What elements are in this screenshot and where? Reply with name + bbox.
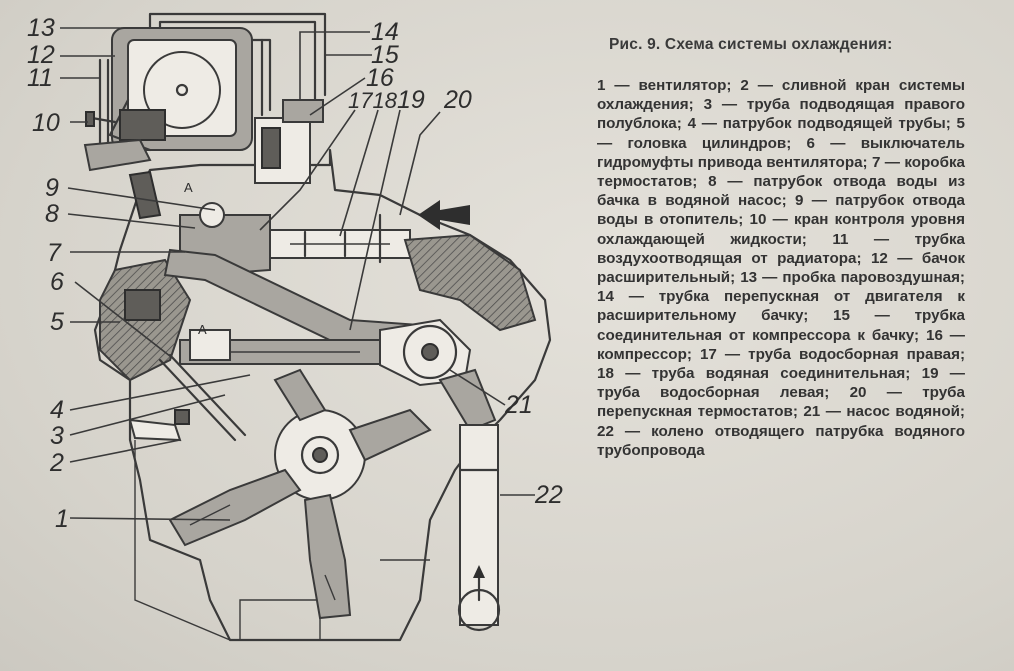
- callout-12: 12: [27, 41, 55, 69]
- compressor: [254, 99, 324, 184]
- radiator-hose: [83, 138, 162, 220]
- callout-1: 1: [55, 505, 69, 533]
- callout-14: 14: [371, 18, 399, 46]
- callout-8: 8: [45, 200, 59, 228]
- callout-7: 7: [47, 239, 62, 267]
- callout-2: 2: [49, 449, 64, 477]
- callout-10: 10: [32, 109, 60, 137]
- callout-15: 15: [371, 41, 399, 69]
- callout-19: 19: [397, 86, 425, 114]
- expansion-tank: [108, 27, 253, 152]
- callout-21: 21: [504, 391, 533, 419]
- connecting-water-pipe: [269, 213, 411, 264]
- leader-lines: [60, 27, 535, 521]
- left-cylinder-head: [403, 233, 537, 332]
- section-marker-a1: А: [184, 180, 193, 195]
- outlet-elbow: [438, 368, 501, 632]
- callout-20: 20: [443, 86, 472, 114]
- fan: [168, 368, 432, 620]
- callout-11: 11: [27, 64, 53, 92]
- drain-cock: [128, 409, 190, 442]
- callout-9: 9: [45, 174, 59, 202]
- callout-4: 4: [50, 396, 64, 424]
- callout-22: 22: [534, 481, 563, 509]
- callout-16: 16: [366, 64, 394, 92]
- right-cylinder-head: [99, 258, 192, 382]
- callout-17-18: 1718: [348, 88, 398, 113]
- section-marker-a2: А: [198, 322, 207, 337]
- cooling-system-diagram: А А: [27, 12, 563, 642]
- inlet-pipe: [158, 329, 381, 442]
- callout-6: 6: [50, 268, 64, 296]
- callout-5: 5: [50, 308, 64, 336]
- flow-arrow: [418, 200, 470, 230]
- figure-title: Рис. 9. Схема системы охлаждения:: [609, 36, 893, 53]
- level-check-tap: [85, 111, 117, 127]
- callout-3: 3: [50, 422, 64, 450]
- callout-13: 13: [27, 14, 55, 42]
- figure-legend: 1 — вентилятор; 2 — сливной кран системы…: [597, 77, 965, 459]
